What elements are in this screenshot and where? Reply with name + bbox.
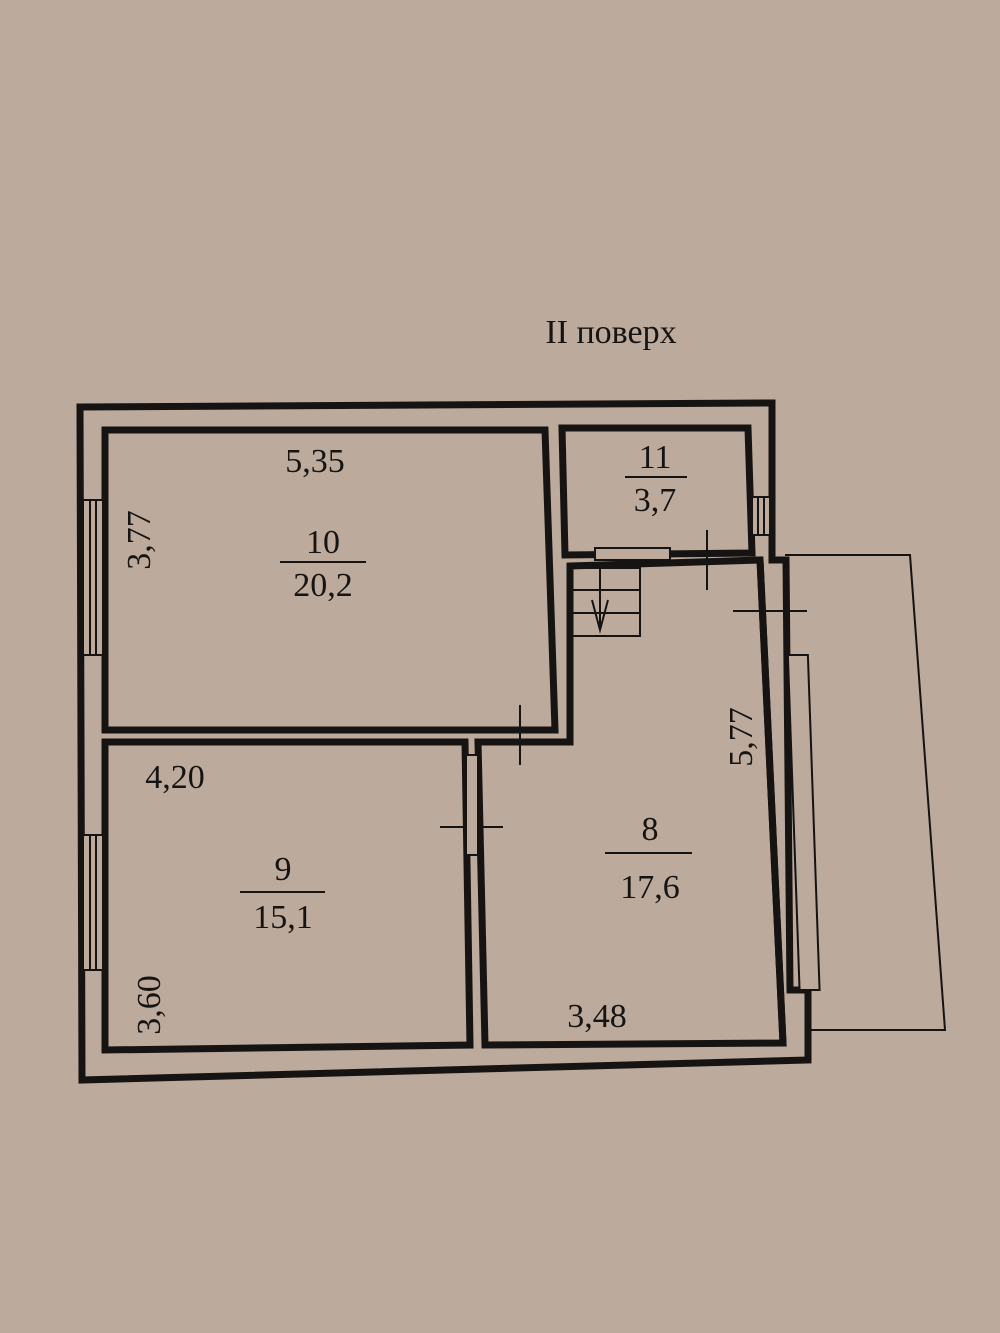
room-8-number: 8 <box>642 811 659 848</box>
outer-wall <box>76 399 812 1084</box>
room-11-walls <box>558 424 756 559</box>
window-room-11 <box>751 496 771 536</box>
room-9-height: 3,60 <box>131 975 168 1035</box>
window-room-9 <box>82 834 104 971</box>
stairs <box>567 567 641 637</box>
floor-title: II поверх <box>545 314 676 351</box>
room-8-walls <box>474 556 787 1049</box>
room-10-area: 20,2 <box>293 567 353 604</box>
room-10-height: 3,77 <box>121 510 158 570</box>
room-8-area: 17,6 <box>620 869 680 906</box>
terrace-outline <box>785 554 947 1031</box>
window-room-10 <box>82 499 104 656</box>
door-marks <box>440 530 807 856</box>
room-9-walls <box>101 738 474 1054</box>
stair-arrow-icon <box>591 599 609 634</box>
room-11-area: 3,7 <box>634 482 677 519</box>
window-room-8 <box>786 654 821 991</box>
room-8-height: 5,77 <box>723 707 760 767</box>
room-10-walls <box>101 426 559 734</box>
room-10-number: 10 <box>306 524 340 561</box>
room-11-number: 11 <box>639 439 672 476</box>
room-9-number: 9 <box>275 851 292 888</box>
room-10-width: 5,35 <box>285 443 345 480</box>
room-9-area: 15,1 <box>253 899 313 936</box>
room-9-width: 4,20 <box>145 759 205 796</box>
room-8-width: 3,48 <box>567 998 627 1035</box>
